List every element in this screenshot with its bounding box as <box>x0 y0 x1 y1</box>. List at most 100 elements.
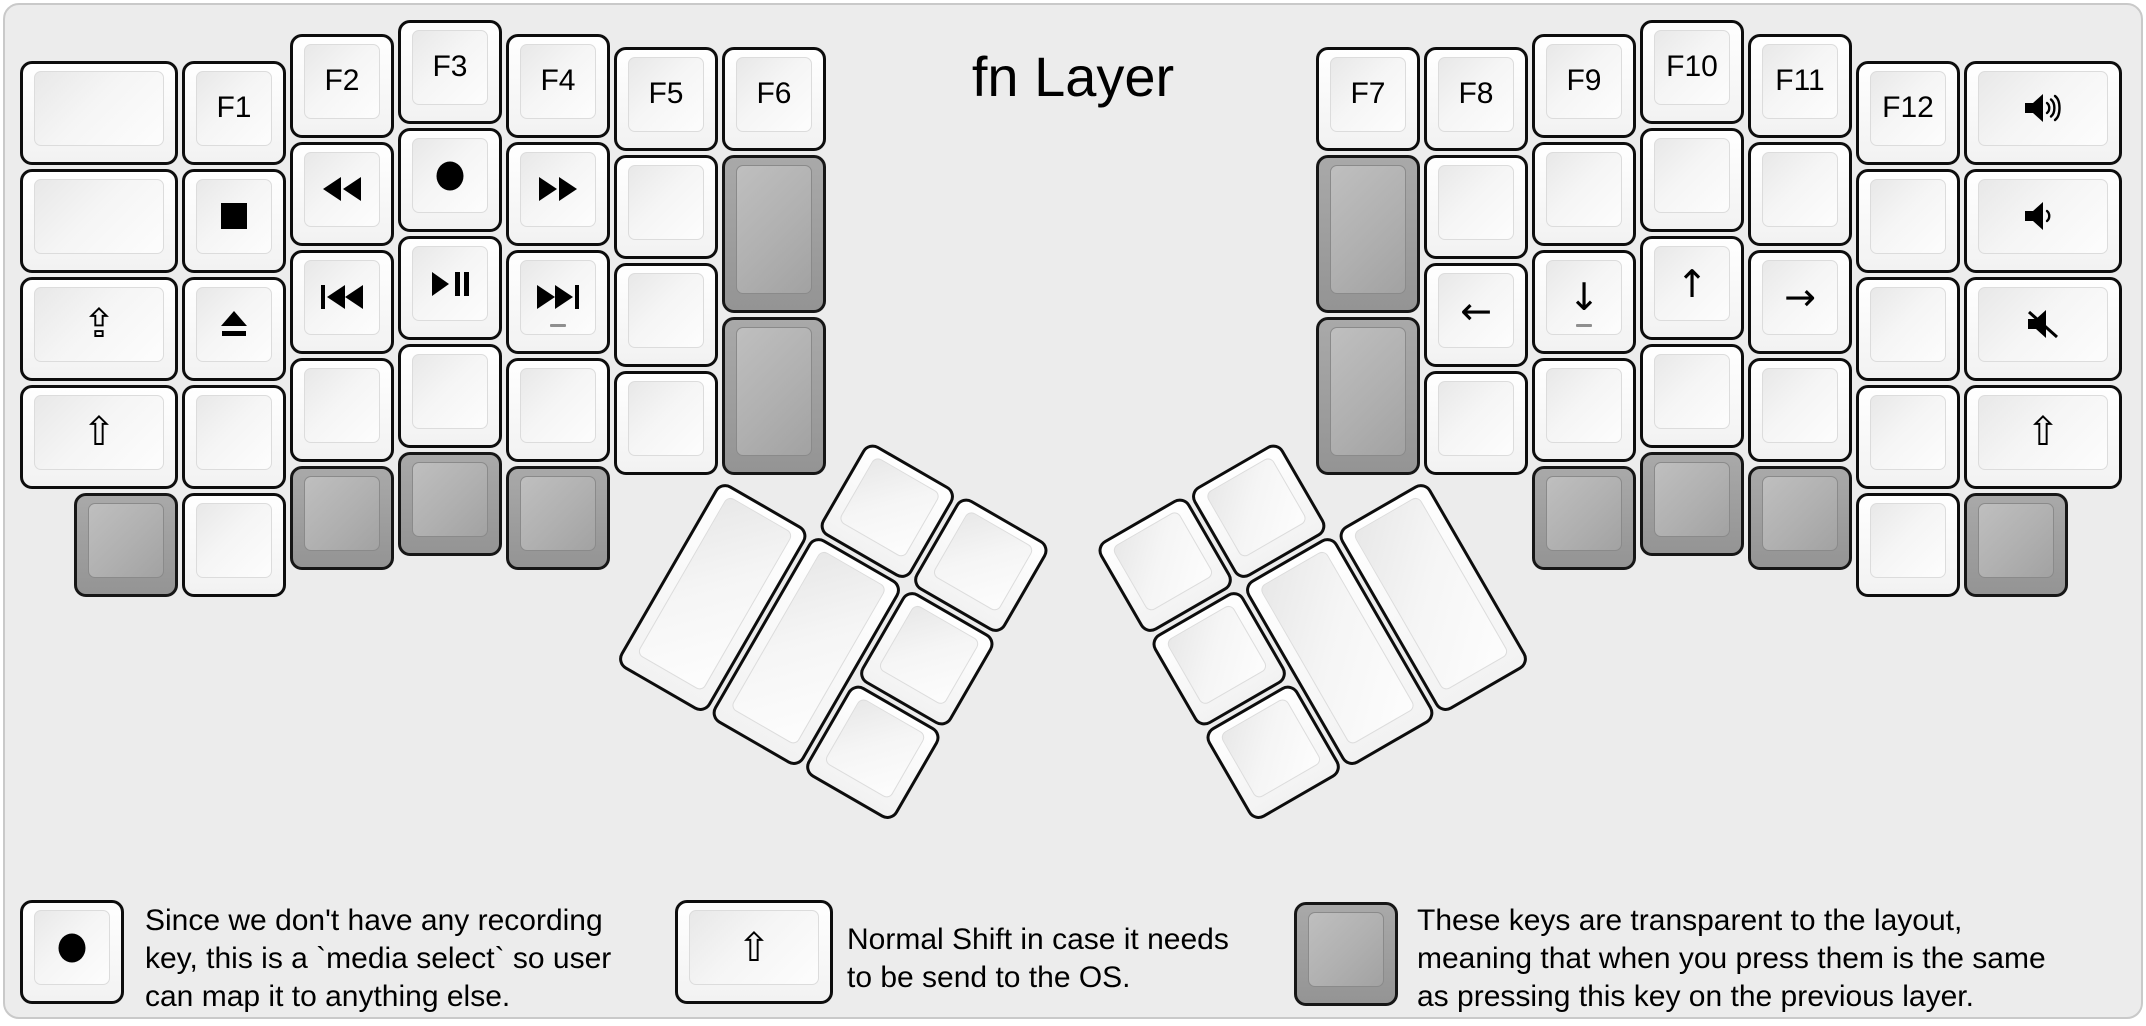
key-blank[interactable] <box>1640 128 1744 232</box>
key-legend <box>1870 179 1946 254</box>
key-transparent[interactable] <box>722 317 826 475</box>
key-blank[interactable] <box>1748 141 1852 246</box>
key-arrow-up[interactable]: ↑ <box>1640 236 1744 340</box>
key-volume-mute[interactable] <box>1964 276 2122 381</box>
key-blank[interactable] <box>1856 384 1960 489</box>
key-blank[interactable] <box>614 263 718 367</box>
key-blank[interactable] <box>1424 371 1528 475</box>
key-legend <box>412 462 488 537</box>
key-f7[interactable]: F7 <box>1316 47 1420 151</box>
key-play-pause[interactable] <box>398 236 502 340</box>
key-legend <box>34 910 110 985</box>
key-blank[interactable] <box>1532 141 1636 246</box>
key-legend <box>304 476 380 551</box>
key-volume-down[interactable] <box>1964 168 2122 273</box>
key-transparent[interactable] <box>1532 465 1636 570</box>
volume-down-icon <box>2025 202 2051 230</box>
key-legend <box>520 260 596 335</box>
key-blank[interactable] <box>1748 357 1852 462</box>
key-legend <box>196 503 272 578</box>
key-legend: F3 <box>412 30 488 105</box>
key-transparent[interactable] <box>1964 492 2068 597</box>
legend-caption-line: Normal Shift in case it needs <box>847 923 1229 956</box>
keycap-top <box>1330 165 1406 294</box>
keycap-top <box>1546 367 1622 443</box>
legend-caption-line: to be send to the OS. <box>847 961 1131 994</box>
key-f5[interactable]: F5 <box>614 47 718 151</box>
key-blank[interactable] <box>614 371 718 475</box>
key-legend <box>304 368 380 443</box>
key-blank[interactable] <box>20 168 178 273</box>
keycap-top <box>1762 367 1838 443</box>
key-transparent[interactable] <box>1316 317 1420 475</box>
keycap-top <box>1546 259 1622 335</box>
keycap-top <box>412 30 488 105</box>
key-blank[interactable] <box>1640 344 1744 448</box>
legend-caption-line: as pressing this key on the previous lay… <box>1417 980 1974 1013</box>
key-rewind[interactable] <box>290 141 394 246</box>
key-blank[interactable] <box>614 155 718 259</box>
key-f3[interactable]: F3 <box>398 20 502 124</box>
key-blank[interactable] <box>1424 155 1528 259</box>
key-f10[interactable]: F10 <box>1640 20 1744 124</box>
legend-caption-3: These keys are transparent to the layout… <box>1417 902 2046 1016</box>
key-f12[interactable]: F12 <box>1856 60 1960 165</box>
layer-title: fn Layer <box>971 45 1175 108</box>
key-legend: F10 <box>1654 30 1730 105</box>
key-transparent[interactable] <box>1748 465 1852 570</box>
key-legend: ⇧ <box>1978 395 2108 470</box>
key-blank[interactable] <box>182 492 286 597</box>
key-blank[interactable] <box>1532 357 1636 462</box>
key-blank[interactable] <box>398 344 502 448</box>
key-shift: ⇧ <box>675 900 833 1004</box>
key-blank[interactable] <box>1856 168 1960 273</box>
key-f1[interactable]: F1 <box>182 60 286 165</box>
key-arrow-right[interactable]: → <box>1748 249 1852 354</box>
key-transparent[interactable] <box>290 465 394 570</box>
key-caps-lock[interactable]: ⇪ <box>20 276 178 381</box>
key-transparent[interactable] <box>722 155 826 313</box>
key-transparent[interactable] <box>1316 155 1420 313</box>
key-next-track[interactable] <box>506 249 610 354</box>
key-record[interactable] <box>398 128 502 232</box>
key-prev-track[interactable] <box>290 249 394 354</box>
key-legend <box>628 273 704 348</box>
key-blank[interactable] <box>290 357 394 462</box>
key-transparent[interactable] <box>506 465 610 570</box>
keycap-top <box>736 57 812 132</box>
key-f4[interactable]: F4 <box>506 33 610 138</box>
legend-caption-line: key, this is a `media select` so user <box>145 942 612 975</box>
key-blank[interactable] <box>506 357 610 462</box>
key-blank[interactable] <box>1856 492 1960 597</box>
volume-up-icon <box>2025 94 2061 122</box>
keycap-top <box>1870 178 1946 254</box>
key-legend <box>1870 287 1946 362</box>
key-f9[interactable]: F9 <box>1532 33 1636 138</box>
key-blank[interactable] <box>1856 276 1960 381</box>
fast-forward-icon <box>539 177 577 201</box>
key-f11[interactable]: F11 <box>1748 33 1852 138</box>
key-transparent[interactable] <box>74 492 178 597</box>
legend-caption-2: Normal Shift in case it needs to be send … <box>847 921 1229 997</box>
key-f8[interactable]: F8 <box>1424 47 1528 151</box>
key-f2[interactable]: F2 <box>290 33 394 138</box>
key-legend <box>304 152 380 227</box>
key-shift[interactable]: ⇧ <box>20 384 178 489</box>
key-transparent[interactable] <box>398 452 502 556</box>
key-volume-up[interactable] <box>1964 60 2122 165</box>
key-blank[interactable] <box>20 60 178 165</box>
key-shift[interactable]: ⇧ <box>1964 384 2122 489</box>
key-blank[interactable] <box>182 384 286 489</box>
key-legend <box>412 246 488 321</box>
key-f6[interactable]: F6 <box>722 47 826 151</box>
key-transparent[interactable] <box>1640 452 1744 556</box>
key-eject[interactable] <box>182 276 286 381</box>
key-arrow-left[interactable]: ← <box>1424 263 1528 367</box>
key-stop[interactable] <box>182 168 286 273</box>
keycap-top <box>1654 462 1730 537</box>
keycap-top <box>304 43 380 119</box>
key-fast-forward[interactable] <box>506 141 610 246</box>
key-arrow-down[interactable]: ↓ <box>1532 249 1636 354</box>
keycap-top <box>1762 475 1838 551</box>
keycap-top <box>1762 43 1838 119</box>
